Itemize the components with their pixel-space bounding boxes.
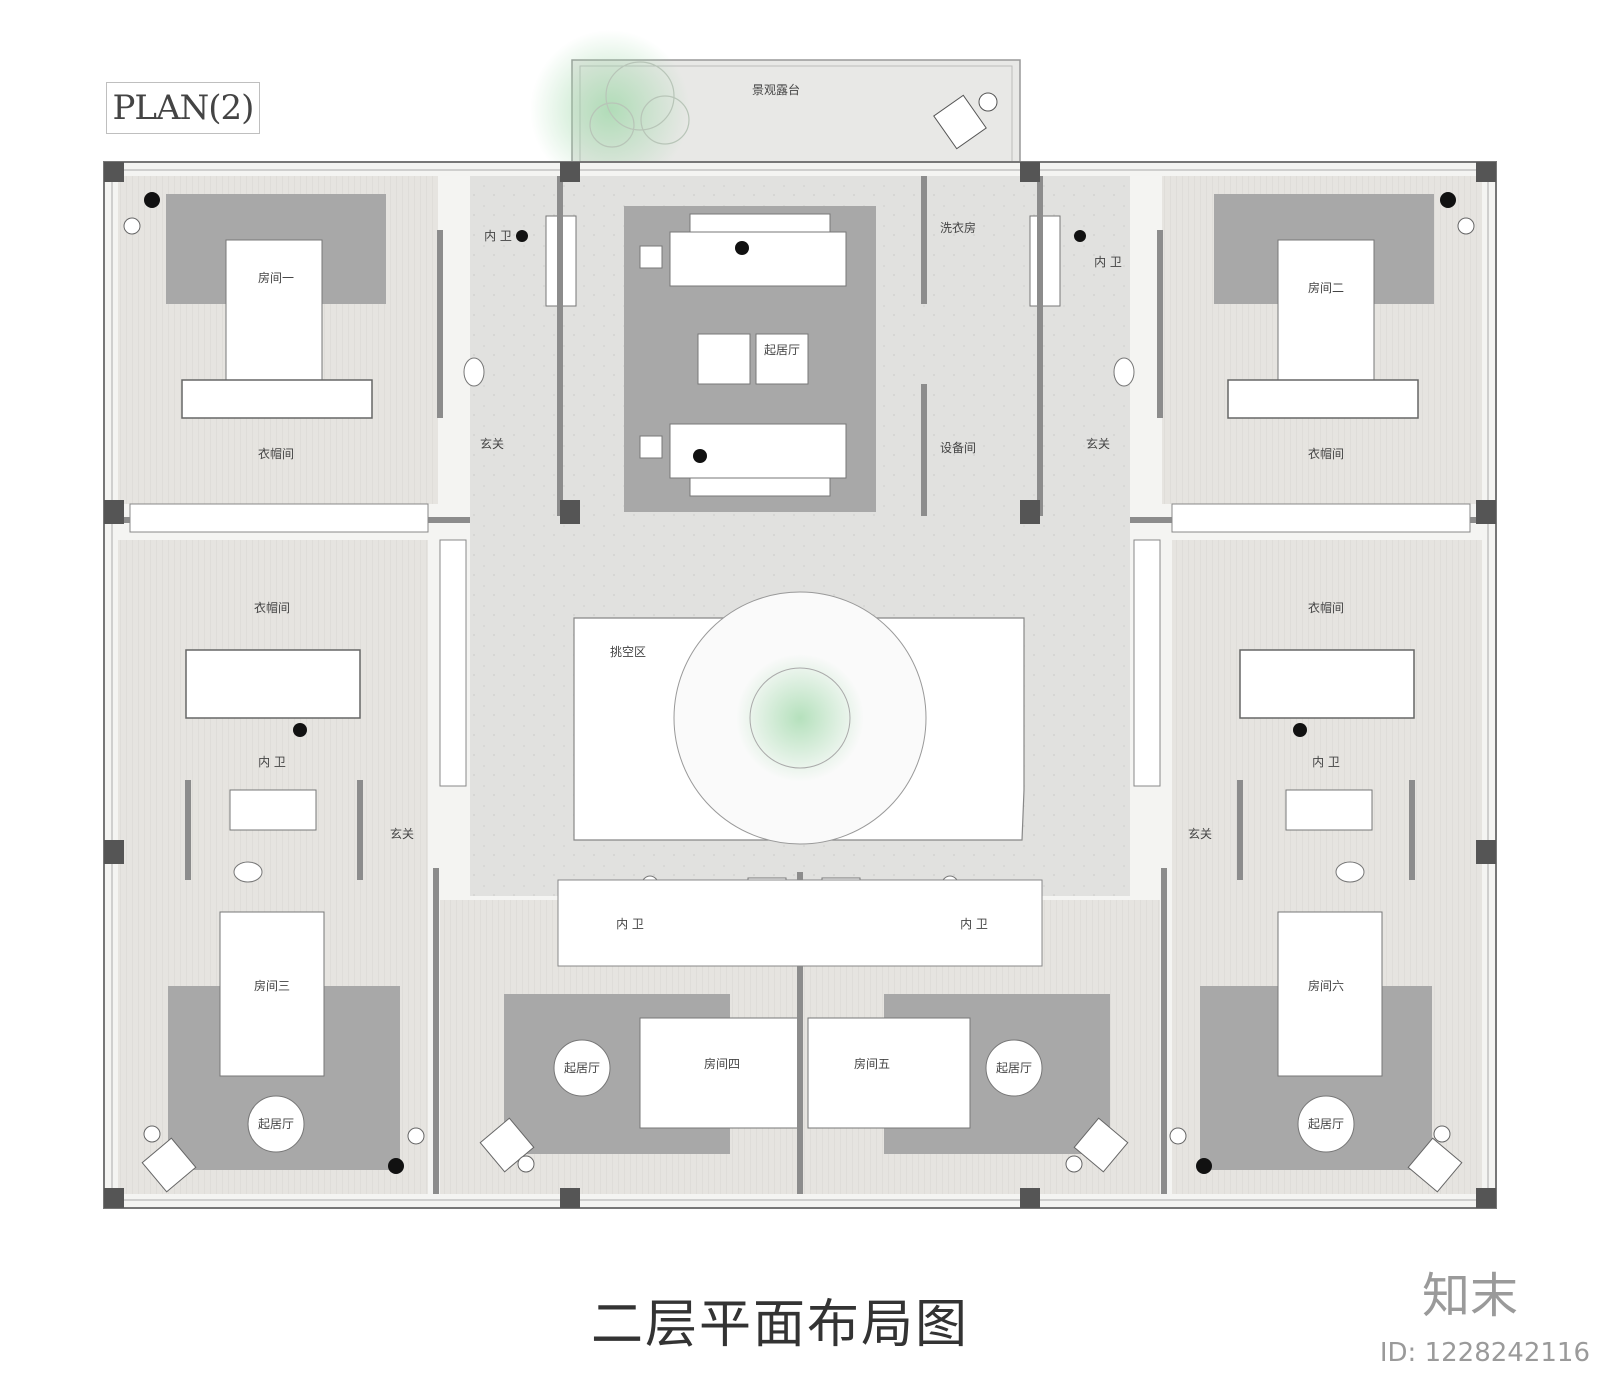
label-bath-ml: 内 卫 <box>258 755 286 769</box>
label-closet-mr: 衣帽间 <box>1308 600 1344 615</box>
beds <box>219 239 1383 1129</box>
person-icons <box>144 192 1456 1174</box>
label-living-r4: 起居厅 <box>564 1061 600 1075</box>
label-bath-tr: 内 卫 <box>1094 255 1122 269</box>
label-bath-bl: 内 卫 <box>616 917 644 931</box>
terrace <box>530 30 1021 190</box>
columns <box>104 162 1496 1208</box>
label-room6: 房间六 <box>1308 978 1344 993</box>
label-room1: 房间一 <box>258 270 294 285</box>
label-room3: 房间三 <box>254 978 290 993</box>
label-living-r6: 起居厅 <box>1308 1117 1344 1131</box>
label-laundry: 洗衣房 <box>940 220 976 235</box>
label-entry-tr: 玄关 <box>1086 436 1110 451</box>
label-closet-tr: 衣帽间 <box>1308 446 1344 461</box>
label-entry-tl: 玄关 <box>480 436 504 451</box>
label-bath-tl: 内 卫 <box>484 229 512 243</box>
benches <box>181 379 1419 719</box>
tree-icon <box>589 61 690 148</box>
label-closet-ml: 衣帽间 <box>254 600 290 615</box>
image-id: ID: 1228242116 <box>1379 1338 1590 1368</box>
lounge-chairs <box>123 217 1475 1193</box>
corridor-benches <box>129 503 1471 967</box>
label-room5: 房间五 <box>854 1056 890 1071</box>
label-room4: 房间四 <box>704 1056 740 1071</box>
label-terrace: 景观露台 <box>752 82 800 97</box>
label-closet-tl: 衣帽间 <box>258 446 294 461</box>
round-tables <box>247 1039 1355 1153</box>
label-equipment: 设备间 <box>940 441 976 455</box>
label-void: 挑空区 <box>610 645 646 659</box>
label-living-top: 起居厅 <box>764 343 800 357</box>
room-labels: 景观露台 房间一 房间二 房间三 房间四 房间五 房间六 内 卫 内 卫 内 卫… <box>254 82 1344 1131</box>
label-entry-ml: 玄关 <box>390 826 414 841</box>
label-bath-mr: 内 卫 <box>1312 755 1340 769</box>
page-title: 二层平面布局图 <box>590 1295 969 1355</box>
label-bath-br: 内 卫 <box>960 917 988 931</box>
living-furniture <box>639 213 847 497</box>
void-stair <box>573 591 1025 845</box>
label-living-r3: 起居厅 <box>258 1117 294 1131</box>
interior-walls <box>118 176 1482 1194</box>
label-room2: 房间二 <box>1308 280 1344 295</box>
plan-tag: PLAN(2) <box>106 82 260 134</box>
label-living-r5: 起居厅 <box>996 1061 1032 1075</box>
brand-logo: 知末 <box>1421 1268 1518 1324</box>
label-entry-mr: 玄关 <box>1188 826 1212 841</box>
